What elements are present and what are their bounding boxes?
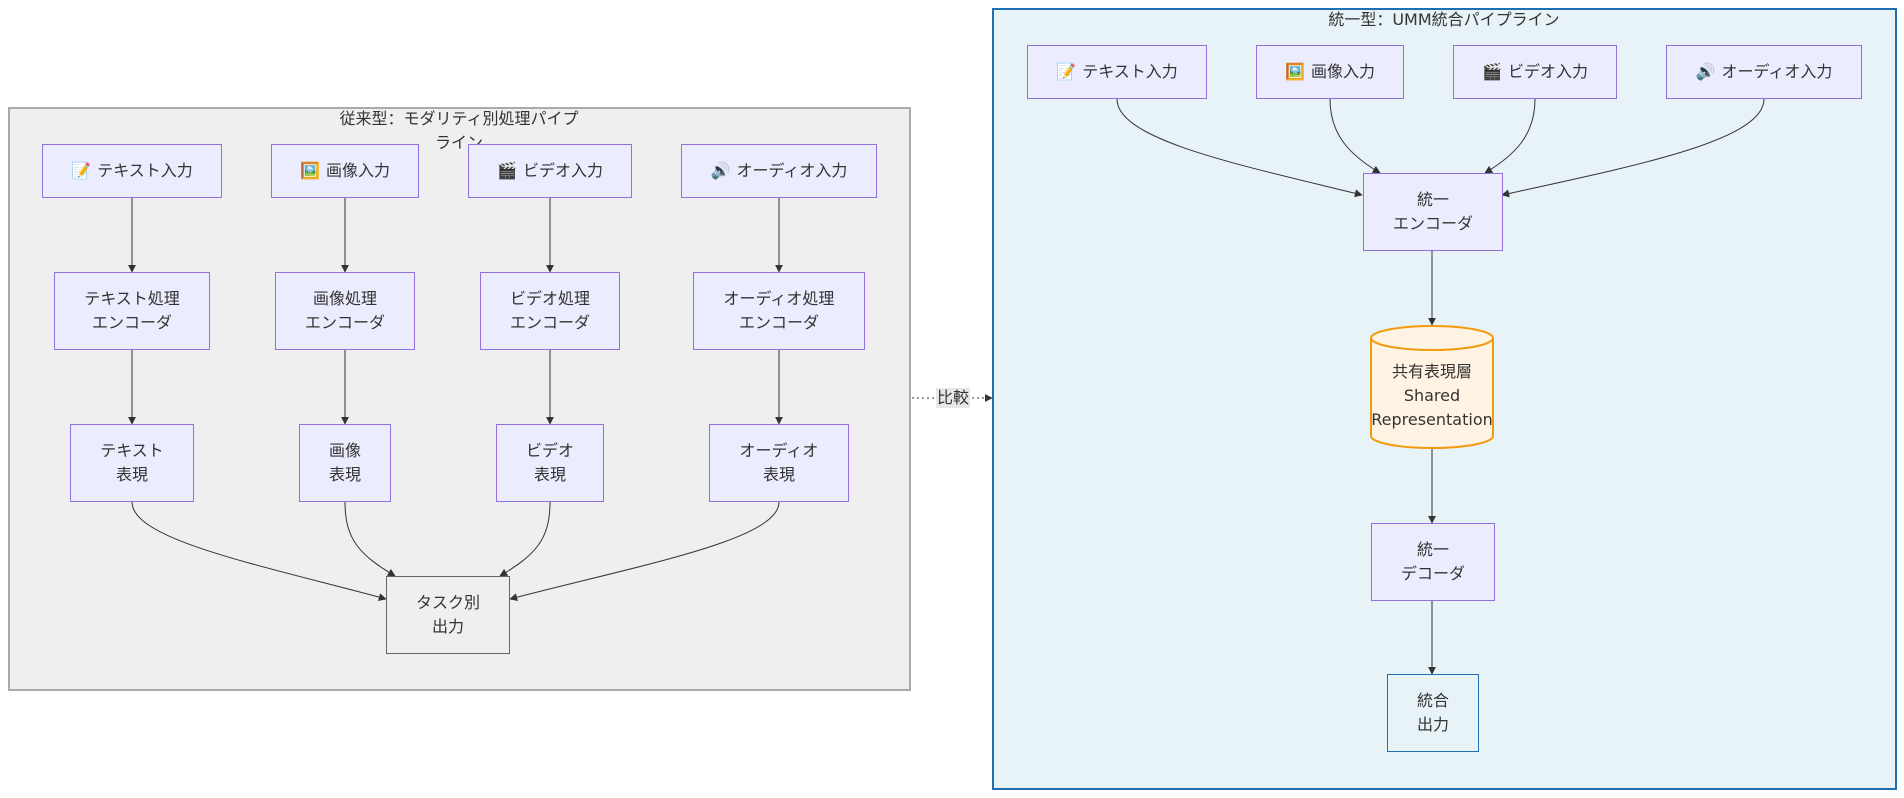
compare-label: 比較 bbox=[936, 388, 971, 408]
legacy-image-input-label: 画像入力 bbox=[325, 161, 390, 180]
legacy-audio-input-label: オーディオ入力 bbox=[736, 161, 848, 180]
legacy-audio-repr-line1: オーディオ bbox=[739, 441, 819, 460]
legacy-text-input-label: テキスト入力 bbox=[97, 161, 193, 180]
speaker-icon: 🔊 bbox=[1695, 62, 1716, 81]
edge-legacy-video-repr-output bbox=[499, 501, 551, 577]
legacy-image-encoder-line1: 画像処理 bbox=[312, 289, 377, 308]
speaker-icon: 🔊 bbox=[710, 161, 731, 180]
edge-legacy-image-repr-output bbox=[344, 501, 396, 577]
memo-icon: 📝 bbox=[71, 161, 92, 180]
unified-decoder-line2: デコーダ bbox=[1400, 564, 1465, 583]
unified-audio-input-label: オーディオ入力 bbox=[1721, 62, 1833, 81]
legacy-text-encoder-node: テキスト処理 エンコーダ bbox=[54, 272, 210, 350]
edge-unified-image-input-encoder bbox=[1329, 98, 1381, 174]
legacy-audio-encoder-node: オーディオ処理 エンコーダ bbox=[693, 272, 865, 350]
legacy-video-encoder-line2: エンコーダ bbox=[509, 313, 590, 332]
legacy-video-encoder-node: ビデオ処理 エンコーダ bbox=[480, 272, 620, 350]
legacy-audio-encoder-line1: オーディオ処理 bbox=[723, 289, 835, 308]
legacy-audio-repr-line2: 表現 bbox=[762, 465, 795, 484]
legacy-text-encoder-line1: テキスト処理 bbox=[84, 289, 180, 308]
unified-encoder-line2: エンコーダ bbox=[1392, 214, 1473, 233]
unified-encoder-node: 統一 エンコーダ bbox=[1363, 173, 1503, 251]
unified-decoder-line1: 統一 bbox=[1416, 540, 1449, 559]
unified-decoder-node: 統一 デコーダ bbox=[1371, 523, 1495, 601]
picture-icon: 🖼️ bbox=[300, 161, 320, 180]
legacy-video-encoder-line1: ビデオ処理 bbox=[509, 289, 590, 308]
unified-image-input-node: 🖼️ 画像入力 bbox=[1256, 45, 1404, 99]
legacy-image-input-node: 🖼️ 画像入力 bbox=[271, 144, 419, 198]
unified-output-line1: 統合 bbox=[1416, 691, 1449, 710]
legacy-output-line1: タスク別 bbox=[415, 593, 480, 612]
shared-representation-label: 共有表現層 Shared Representation bbox=[1366, 360, 1498, 432]
legacy-text-encoder-line2: エンコーダ bbox=[91, 313, 172, 332]
shared-line3: Representation bbox=[1371, 410, 1493, 429]
edge-legacy-text-repr-output bbox=[131, 501, 387, 601]
unified-cluster-title: 統一型：UMM統合パイプライン bbox=[1328, 10, 1560, 29]
clapper-icon: 🎬 bbox=[1482, 62, 1502, 81]
unified-image-input-label: 画像入力 bbox=[1310, 62, 1375, 81]
unified-text-input-label: テキスト入力 bbox=[1082, 62, 1178, 81]
memo-icon: 📝 bbox=[1056, 62, 1077, 81]
legacy-audio-representation-node: オーディオ 表現 bbox=[709, 424, 849, 502]
unified-text-input-node: 📝 テキスト入力 bbox=[1027, 45, 1207, 99]
shared-line2: Shared bbox=[1403, 386, 1461, 405]
legacy-task-output-node: タスク別 出力 bbox=[386, 576, 510, 654]
legacy-image-repr-line1: 画像 bbox=[328, 441, 361, 460]
legacy-audio-encoder-line2: エンコーダ bbox=[738, 313, 819, 332]
picture-icon: 🖼️ bbox=[1285, 62, 1305, 81]
clapper-icon: 🎬 bbox=[497, 161, 517, 180]
legacy-image-repr-line2: 表現 bbox=[328, 465, 361, 484]
legacy-image-encoder-line2: エンコーダ bbox=[304, 313, 385, 332]
legacy-video-representation-node: ビデオ 表現 bbox=[496, 424, 604, 502]
unified-video-input-node: 🎬 ビデオ入力 bbox=[1453, 45, 1617, 99]
edge-unified-video-input-encoder bbox=[1484, 98, 1536, 174]
legacy-video-input-label: ビデオ入力 bbox=[522, 161, 603, 180]
legacy-output-line2: 出力 bbox=[431, 617, 464, 636]
shared-representation-cylinder bbox=[1370, 325, 1494, 449]
edge-unified-audio-input-encoder bbox=[1501, 98, 1765, 198]
legacy-image-encoder-node: 画像処理 エンコーダ bbox=[275, 272, 415, 350]
unified-video-input-label: ビデオ入力 bbox=[1507, 62, 1588, 81]
legacy-text-input-node: 📝 テキスト入力 bbox=[42, 144, 222, 198]
legacy-video-repr-line2: 表現 bbox=[533, 465, 566, 484]
unified-audio-input-node: 🔊 オーディオ入力 bbox=[1666, 45, 1862, 99]
legacy-text-repr-line2: 表現 bbox=[115, 465, 148, 484]
edge-legacy-audio-repr-output bbox=[509, 501, 780, 602]
unified-encoder-line1: 統一 bbox=[1416, 190, 1449, 209]
legacy-audio-input-node: 🔊 オーディオ入力 bbox=[681, 144, 877, 198]
unified-output-node: 統合 出力 bbox=[1387, 674, 1479, 752]
legacy-image-representation-node: 画像 表現 bbox=[299, 424, 391, 502]
shared-line1: 共有表現層 bbox=[1391, 362, 1472, 381]
legacy-video-input-node: 🎬 ビデオ入力 bbox=[468, 144, 632, 198]
edge-unified-text-input-encoder bbox=[1116, 98, 1363, 198]
unified-output-line2: 出力 bbox=[1416, 715, 1449, 734]
legacy-video-repr-line1: ビデオ bbox=[525, 441, 574, 460]
legacy-text-repr-line1: テキスト bbox=[100, 441, 164, 460]
legacy-text-representation-node: テキスト 表現 bbox=[70, 424, 194, 502]
